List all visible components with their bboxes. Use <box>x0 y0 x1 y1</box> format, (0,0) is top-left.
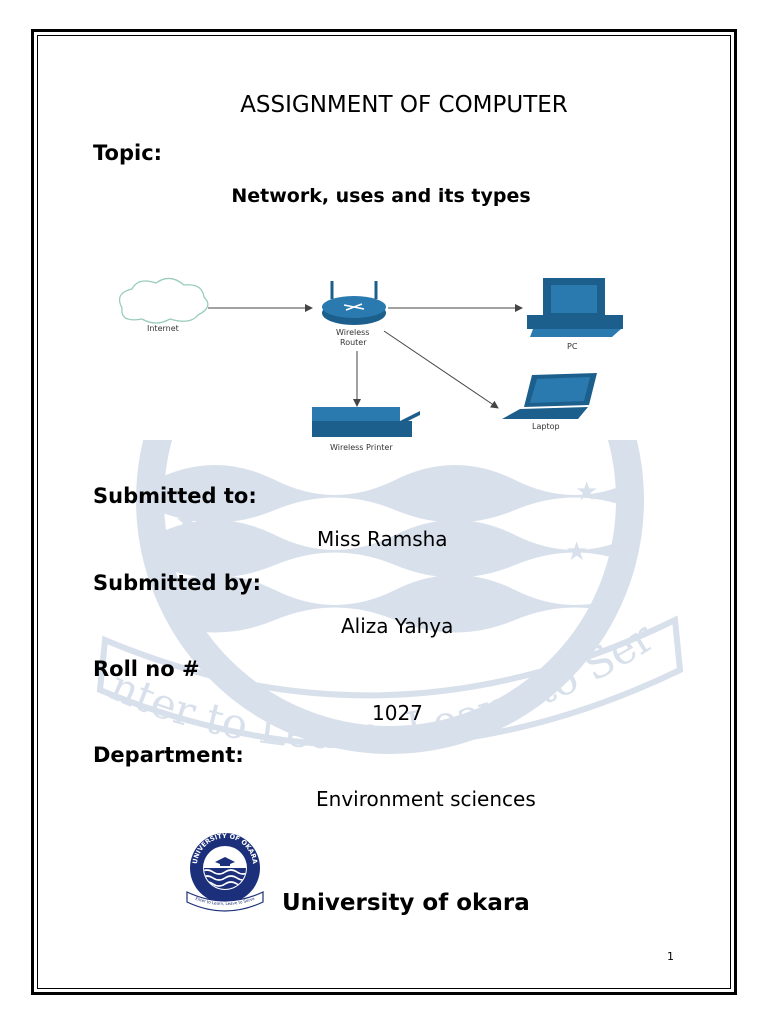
laptop-icon <box>502 373 597 419</box>
submitted-by-heading: Submitted by: <box>93 571 261 595</box>
label-wireless: Wireless <box>336 328 369 337</box>
network-diagram: Internet Wireless Router PC Laptop Wirel… <box>118 277 623 452</box>
roll-heading: Roll no # <box>93 657 200 681</box>
university-name: University of okara <box>282 890 530 916</box>
page-number: 1 <box>667 950 674 963</box>
label-wireless-printer: Wireless Printer <box>330 443 393 452</box>
submitted-by-value: Aliza Yahya <box>341 614 454 638</box>
submitted-to-heading: Submitted to: <box>93 484 257 508</box>
pc-icon <box>527 278 623 337</box>
submitted-to-value: Miss Ramsha <box>317 527 448 551</box>
printer-icon <box>312 407 420 437</box>
label-internet: Internet <box>147 324 179 333</box>
topic-heading: Topic: <box>93 141 163 165</box>
department-value: Environment sciences <box>316 787 536 811</box>
cloud-icon <box>118 277 209 324</box>
university-seal-watermark: ★ ★ ★ ★ Enter to Learn, Leave to Serve <box>95 440 684 758</box>
topic-value: Network, uses and its types <box>231 185 531 207</box>
svg-text:★: ★ <box>565 537 588 567</box>
link-router-laptop <box>383 330 499 409</box>
label-pc: PC <box>567 342 578 351</box>
label-laptop: Laptop <box>532 422 560 431</box>
svg-text:★: ★ <box>177 542 200 572</box>
page-border-outer <box>31 29 737 995</box>
university-logo: UNIVERSITY OF OKARA Enter to Learn, Leav… <box>186 832 264 912</box>
svg-text:★: ★ <box>175 507 198 537</box>
label-router: Router <box>340 338 367 347</box>
roll-value: 1027 <box>372 701 423 725</box>
document-title: ASSIGNMENT OF COMPUTER <box>240 92 568 118</box>
svg-text:★: ★ <box>575 477 598 507</box>
page-border-inner <box>37 35 731 989</box>
router-icon <box>322 281 386 325</box>
department-heading: Department: <box>93 743 244 767</box>
